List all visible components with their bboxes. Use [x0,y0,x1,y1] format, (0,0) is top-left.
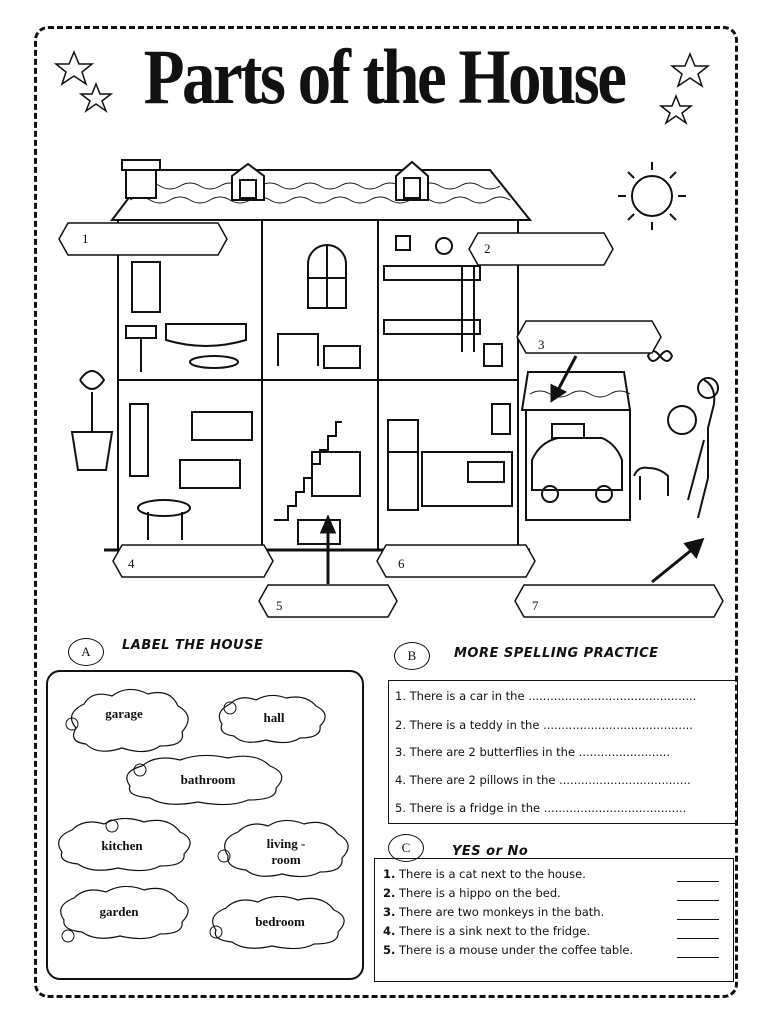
spelling-practice-box: 1. There is a car in the ...............… [388,680,738,824]
label-box-2[interactable]: 2 [468,232,614,266]
label-box-5[interactable]: 5 [258,584,398,618]
yes-or-no-box: 1. There is a cat next to the house. 2. … [374,858,734,982]
section-a-badge: A [68,638,104,666]
star-icon [658,93,694,126]
section-c-badge: C [388,834,424,862]
word-garden: garden [99,904,139,919]
answer-line-3[interactable] [677,907,719,920]
statement-1: 1. There is a cat next to the house. [383,867,586,881]
statement-num: 3. [383,905,396,919]
label-box-1[interactable]: 1 [58,222,228,256]
label-number: 2 [484,241,491,256]
word-cloud-bathroom: bathroom [118,754,298,814]
word-cloud-garage: garage [62,688,198,758]
sentence-2: 2. There is a teddy in the .............… [395,718,693,732]
answer-line-2[interactable] [677,888,719,901]
word-cloud-kitchen: kitchen [50,818,202,882]
label-number: 6 [398,556,405,571]
statement-3: 3. There are two monkeys in the bath. [383,905,604,919]
statement-text: There is a hippo on the bed. [395,886,561,900]
section-b-title: MORE SPELLING PRACTICE [454,646,659,661]
word-kitchen: kitchen [101,838,143,853]
star-icon [669,52,711,88]
label-number: 3 [538,337,545,352]
word-cloud-hall: hall [212,694,336,750]
answer-line-1[interactable] [677,869,719,882]
section-a-title: LABEL THE HOUSE [122,638,264,653]
statement-num: 2. [383,886,396,900]
star-icon [53,50,95,86]
section-b-badge: B [394,642,430,670]
page-border [34,26,738,998]
statement-text: There is a sink next to the fridge. [395,924,591,938]
word-living: living - [266,836,306,851]
statement-text: There is a cat next to the house. [395,867,586,881]
label-number: 1 [82,231,89,246]
sentence-4: 4. There are 2 pillows in the ..........… [395,773,691,787]
sentence-5: 5. There is a fridge in the ............… [395,801,687,815]
sentence-1: 1. There is a car in the ...............… [395,689,697,703]
statement-2: 2. There is a hippo on the bed. [383,886,561,900]
word-cloud-living-room: living - room [216,818,356,890]
word-bedroom: bedroom [255,914,305,929]
word-bathroom: bathroom [180,772,236,787]
statement-text: There is a mouse under the coffee table. [395,943,634,957]
star-icon [78,81,114,114]
sentence-3: 3. There are 2 butterflies in the ......… [395,745,671,759]
word-garage: garage [105,706,143,721]
label-number: 4 [128,556,135,571]
answer-line-5[interactable] [677,945,719,958]
label-box-7[interactable]: 7 [514,584,724,618]
label-box-4[interactable]: 4 [112,544,274,578]
label-box-6[interactable]: 6 [376,544,536,578]
word-cloud-bedroom: bedroom [204,896,356,960]
house-illustration [53,50,719,584]
label-number: 5 [276,598,283,613]
word-cloud-garden: garden [52,886,198,950]
statement-num: 1. [383,867,396,881]
word-bank [46,670,364,980]
statement-num: 5. [383,943,396,957]
statement-4: 4. There is a sink next to the fridge. [383,924,590,938]
answer-line-4[interactable] [677,926,719,939]
statement-num: 4. [383,924,396,938]
word-hall: hall [263,710,285,725]
word-room: room [271,852,301,867]
section-c-title: YES or No [452,844,529,859]
label-number: 7 [532,598,539,613]
statement-text: There are two monkeys in the bath. [395,905,605,919]
label-box-3[interactable]: 3 [516,320,662,354]
sun-icon [618,162,686,230]
page-title: Parts of the House [143,33,627,120]
statement-5: 5. There is a mouse under the coffee tab… [383,943,633,957]
